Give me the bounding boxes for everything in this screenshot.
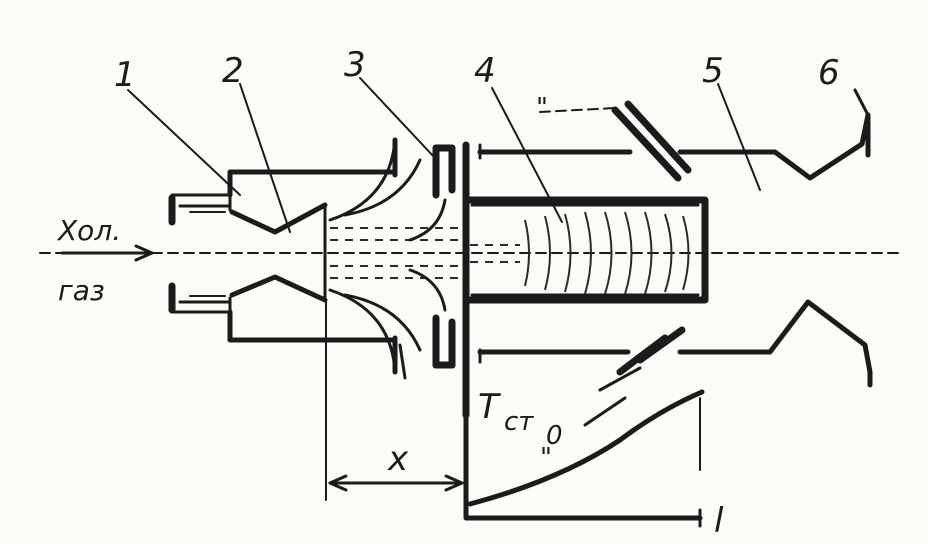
inlet-nozzle bbox=[168, 193, 328, 314]
probe-mark-bottom: " bbox=[540, 443, 552, 473]
cold-gas-label-line2: газ bbox=[58, 274, 105, 307]
t-label: T bbox=[478, 387, 501, 427]
l-label: l bbox=[714, 501, 724, 541]
t-subscript: ст bbox=[504, 407, 534, 437]
leader-1 bbox=[127, 89, 241, 196]
probe-mark-top: " bbox=[536, 93, 548, 123]
label-3: 3 bbox=[344, 45, 366, 85]
inner-tube bbox=[462, 196, 709, 304]
outer-tube bbox=[477, 88, 873, 388]
leader-5 bbox=[717, 83, 761, 191]
temperature-probes bbox=[539, 100, 692, 427]
label-6: 6 bbox=[818, 53, 840, 93]
x-dimension bbox=[325, 299, 467, 501]
label-2: 2 bbox=[222, 51, 244, 91]
diaphragm bbox=[392, 137, 482, 419]
flow-lines bbox=[330, 158, 690, 380]
t-zero: 0 bbox=[546, 421, 563, 451]
leader-3 bbox=[359, 77, 436, 159]
inlet-arrow bbox=[60, 244, 154, 262]
label-1: 1 bbox=[114, 55, 136, 95]
label-leaders bbox=[127, 77, 761, 233]
leader-4 bbox=[491, 87, 563, 223]
cold-gas-label-line1: Хол. bbox=[56, 214, 121, 247]
label-4: 4 bbox=[474, 51, 496, 91]
swirl-chamber bbox=[227, 138, 398, 372]
label-5: 5 bbox=[702, 51, 724, 91]
leader-2 bbox=[239, 83, 291, 233]
temperature-plot bbox=[463, 389, 705, 528]
x-label: x bbox=[387, 439, 409, 479]
